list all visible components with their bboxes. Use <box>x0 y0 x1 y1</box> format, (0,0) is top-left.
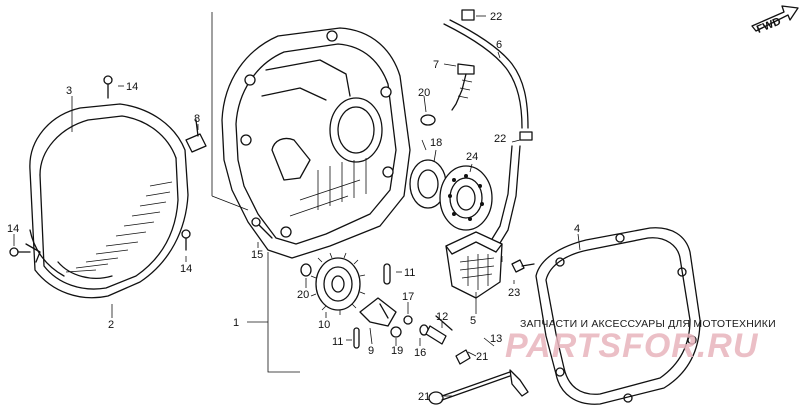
callout-20: 20 <box>297 289 309 301</box>
callout-6: 6 <box>496 39 502 51</box>
callout-10: 10 <box>318 319 330 331</box>
leader-lines <box>13 15 581 397</box>
callout-22: 22 <box>490 11 502 23</box>
bolt-icon <box>511 259 535 273</box>
callout-16: 16 <box>414 347 426 359</box>
callout-9: 9 <box>368 345 374 357</box>
o-ring-icon <box>390 326 402 338</box>
pin-icon <box>383 263 391 285</box>
callout-21: 21 <box>476 351 488 363</box>
callout-14: 14 <box>7 223 19 235</box>
governor-arm <box>359 297 397 327</box>
callout-12: 12 <box>436 311 448 323</box>
clip-icon <box>185 119 207 153</box>
callout-labels: 3 14 8 14 14 2 1 15 20 10 11 9 11 17 19 … <box>7 11 580 403</box>
watermark-logo: PARTSFOR.RU <box>505 327 759 365</box>
fwd-arrow-icon: FWD <box>751 5 799 36</box>
callout-13: 13 <box>490 333 502 345</box>
callout-11: 11 <box>404 267 415 279</box>
callout-11: 11 <box>332 336 343 348</box>
callout-14: 14 <box>180 263 192 275</box>
gasket <box>535 227 701 405</box>
callout-22: 22 <box>494 133 506 145</box>
callout-3: 3 <box>66 85 72 97</box>
callout-18: 18 <box>430 137 442 149</box>
callout-4: 4 <box>574 223 580 235</box>
callout-23: 23 <box>508 287 520 299</box>
callout-19: 19 <box>391 345 403 357</box>
bolt-icon <box>251 217 273 239</box>
fan-shroud <box>25 103 189 299</box>
o-ring-icon <box>420 114 436 126</box>
bolt-icon <box>9 75 191 257</box>
fwd-label: FWD <box>755 15 783 36</box>
pin-icon <box>353 327 360 349</box>
callout-1: 1 <box>233 317 239 329</box>
shaft-icon <box>419 315 453 345</box>
crankcase-cover <box>211 12 411 259</box>
callout-14: 14 <box>126 81 138 93</box>
site-caption: ЗАПЧАСТИ И АКСЕССУАРЫ ДЛЯ МОТОТЕХНИКИ <box>520 318 776 330</box>
callout-8: 7 <box>433 59 439 71</box>
washer-icon <box>300 263 312 277</box>
callout-5: 5 <box>470 315 476 327</box>
leader-line <box>267 252 300 373</box>
callout-19: 20 <box>418 87 430 99</box>
oil-strainer <box>445 231 503 299</box>
callout-17: 17 <box>402 291 414 303</box>
callout-24: 24 <box>466 151 478 163</box>
oil-filler-cap <box>451 63 475 111</box>
bearing-24 <box>439 165 493 231</box>
callout-7: 8 <box>194 113 200 125</box>
callout-15: 15 <box>251 249 263 261</box>
governor-gear <box>310 252 366 315</box>
callout-2: 2 <box>108 319 114 331</box>
nut-icon <box>403 315 413 325</box>
callout-20: 21 <box>418 391 430 403</box>
drain-rod <box>428 349 529 405</box>
